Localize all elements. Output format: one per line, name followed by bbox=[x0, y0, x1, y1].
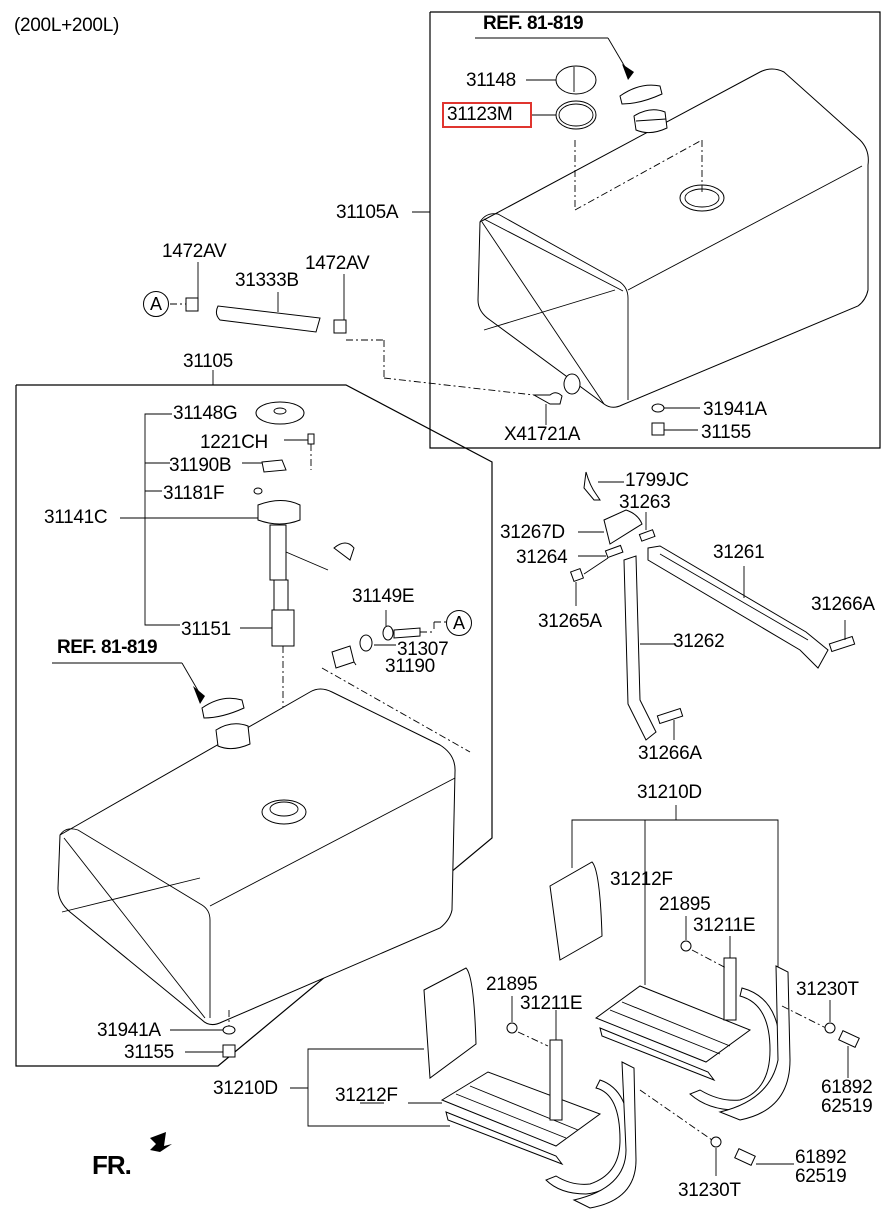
upper-step-assembly bbox=[549, 805, 860, 1121]
part-label-31262[interactable]: 31262 bbox=[673, 631, 725, 652]
lower-group-frame bbox=[15, 384, 493, 1067]
part-label-1472av-right[interactable]: 1472AV bbox=[305, 253, 370, 274]
front-direction-label: FR. bbox=[92, 1150, 132, 1180]
connector-marker-a-right: A bbox=[446, 610, 472, 636]
part-label-31105[interactable]: 31105 bbox=[183, 351, 233, 372]
part-label-61892-lower[interactable]: 61892 bbox=[795, 1147, 847, 1168]
tank-bracket-assembly bbox=[569, 471, 856, 741]
ref-label-lower[interactable]: REF. 81-819 bbox=[57, 637, 158, 658]
part-label-31190b[interactable]: 31190B bbox=[169, 455, 232, 476]
part-label-31267d[interactable]: 31267D bbox=[500, 522, 565, 543]
ref-label-upper[interactable]: REF. 81-819 bbox=[483, 13, 584, 34]
part-label-1472av-left[interactable]: 1472AV bbox=[162, 241, 227, 262]
upper-group-frame bbox=[429, 11, 881, 449]
part-label-31211e-upper[interactable]: 31211E bbox=[693, 915, 756, 936]
variant-label: (200L+200L) bbox=[14, 15, 119, 36]
part-label-31151[interactable]: 31151 bbox=[181, 619, 231, 640]
part-label-21895-upper[interactable]: 21895 bbox=[659, 894, 711, 915]
upper-fuel-tank bbox=[346, 37, 869, 436]
part-label-x41721a[interactable]: X41721A bbox=[504, 424, 581, 445]
lower-step-assembly bbox=[290, 967, 794, 1209]
part-label-31333b[interactable]: 31333B bbox=[235, 270, 299, 291]
part-label-62519-upper[interactable]: 62519 bbox=[821, 1096, 873, 1117]
part-label-31261[interactable]: 31261 bbox=[713, 542, 765, 563]
part-label-61892-upper[interactable]: 61892 bbox=[821, 1077, 873, 1098]
part-label-31149e[interactable]: 31149E bbox=[352, 586, 415, 607]
part-label-31212f-lower[interactable]: 31212F bbox=[335, 1085, 398, 1106]
lower-fuel-tank bbox=[52, 662, 456, 1058]
part-label-62519-lower[interactable]: 62519 bbox=[795, 1166, 847, 1187]
part-label-31941a-upper[interactable]: 31941A bbox=[703, 399, 767, 420]
part-label-31211e-lower[interactable]: 31211E bbox=[520, 993, 583, 1014]
part-label-31263[interactable]: 31263 bbox=[619, 492, 671, 513]
part-label-31141c[interactable]: 31141C bbox=[44, 507, 108, 528]
part-label-31148[interactable]: 31148 bbox=[466, 70, 516, 91]
part-label-1221ch[interactable]: 1221CH bbox=[200, 432, 268, 453]
part-label-31266a-bottom[interactable]: 31266A bbox=[638, 743, 702, 764]
fuel-sender-assembly bbox=[120, 401, 355, 806]
fuel-fitting-assembly bbox=[321, 610, 471, 753]
part-label-31155-upper[interactable]: 31155 bbox=[701, 422, 751, 443]
part-label-31307[interactable]: 31307 bbox=[397, 639, 449, 660]
part-label-31210d-lower[interactable]: 31210D bbox=[213, 1078, 278, 1099]
part-label-1799jc[interactable]: 1799JC bbox=[625, 470, 689, 491]
highlight-box bbox=[442, 102, 532, 128]
part-label-31212f-upper[interactable]: 31212F bbox=[610, 869, 673, 890]
part-label-31230t-lower[interactable]: 31230T bbox=[678, 1180, 741, 1201]
part-label-31264[interactable]: 31264 bbox=[516, 547, 568, 568]
part-label-21895-lower[interactable]: 21895 bbox=[486, 974, 538, 995]
part-label-31210d-upper[interactable]: 31210D bbox=[637, 782, 702, 803]
part-label-31155-lower[interactable]: 31155 bbox=[124, 1042, 174, 1063]
part-label-31148g[interactable]: 31148G bbox=[173, 403, 238, 424]
part-label-31190[interactable]: 31190 bbox=[385, 656, 435, 677]
part-label-31941a-lower[interactable]: 31941A bbox=[97, 1020, 161, 1041]
front-direction-arrow bbox=[150, 1132, 172, 1152]
part-label-31105a[interactable]: 31105A bbox=[336, 202, 399, 223]
part-label-31266a-right[interactable]: 31266A bbox=[811, 594, 875, 615]
connector-marker-a-left: A bbox=[143, 291, 169, 317]
part-label-31230t-upper[interactable]: 31230T bbox=[796, 979, 859, 1000]
part-label-31181f[interactable]: 31181F bbox=[163, 483, 225, 504]
hose-assembly bbox=[170, 262, 347, 385]
part-label-31123m[interactable]: 31123M bbox=[447, 104, 513, 125]
part-label-31265a[interactable]: 31265A bbox=[538, 611, 602, 632]
